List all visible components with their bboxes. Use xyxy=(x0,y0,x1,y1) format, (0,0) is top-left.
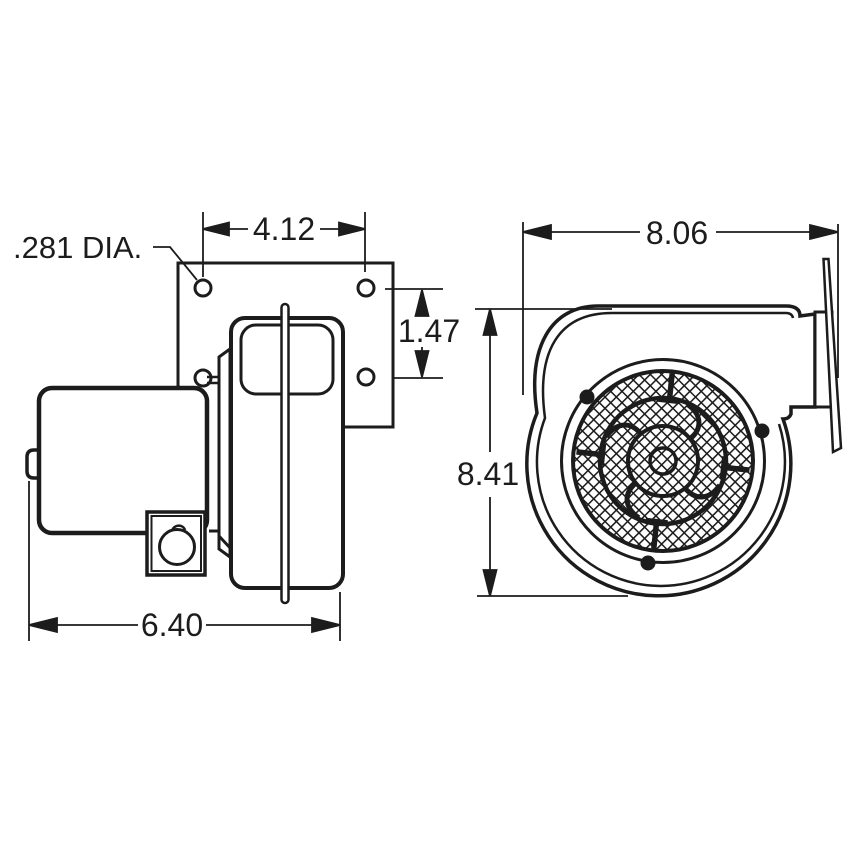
dim-6_40-arrows xyxy=(28,616,341,634)
screw-top-left xyxy=(579,389,595,405)
knockout-tab xyxy=(170,524,187,532)
label-overall-depth: 6.40 xyxy=(141,607,203,643)
dim-1_47-arrows xyxy=(414,289,430,378)
junction-box-knockout xyxy=(158,528,196,566)
mounting-plate-outline xyxy=(176,261,395,429)
mounting-holes xyxy=(193,278,376,388)
label-hole-spacing-vertical: 1.47 xyxy=(398,313,460,349)
label-hole-spacing-horizontal: 4.12 xyxy=(253,211,315,247)
mounting-hole-top-right xyxy=(356,278,376,298)
dim-6_40-extensions xyxy=(28,481,341,641)
motor-bracket xyxy=(217,346,232,560)
motor-shaft xyxy=(280,302,290,605)
junction-box xyxy=(145,510,207,577)
dim-4_12-extensions xyxy=(202,212,366,277)
ring-screws xyxy=(579,389,770,571)
label-hole-dia: .281 DIA. xyxy=(13,230,142,265)
mounting-hole-top-left xyxy=(193,278,213,298)
mounting-hole-bottom-right xyxy=(356,367,376,387)
leader-hole-dia xyxy=(153,246,198,281)
junction-box-inner xyxy=(150,515,202,572)
dim-1_47-extensions xyxy=(385,288,443,379)
label-overall-width: 8.06 xyxy=(646,215,708,251)
side-view xyxy=(25,261,395,605)
dim-8_06-arrows xyxy=(522,223,839,241)
dim-4_12-arrows xyxy=(202,221,366,237)
outlet-gasket-blade xyxy=(822,257,843,454)
motor-bracket-arm-top xyxy=(207,375,219,385)
dimension-labels: .281 DIA. 4.12 1.47 6.40 8.06 8.41 xyxy=(13,211,708,643)
motor-body xyxy=(36,385,210,536)
scroll-housing-inner xyxy=(535,311,795,588)
screw-bottom xyxy=(640,555,656,571)
label-overall-height: 8.41 xyxy=(457,456,519,492)
screw-right xyxy=(754,423,770,439)
dim-8_41-extensions xyxy=(475,308,628,597)
front-view xyxy=(525,257,843,598)
inlet-mesh-grille xyxy=(571,369,755,553)
dim-8_41-arrows xyxy=(482,308,498,597)
dimensions xyxy=(28,212,839,641)
